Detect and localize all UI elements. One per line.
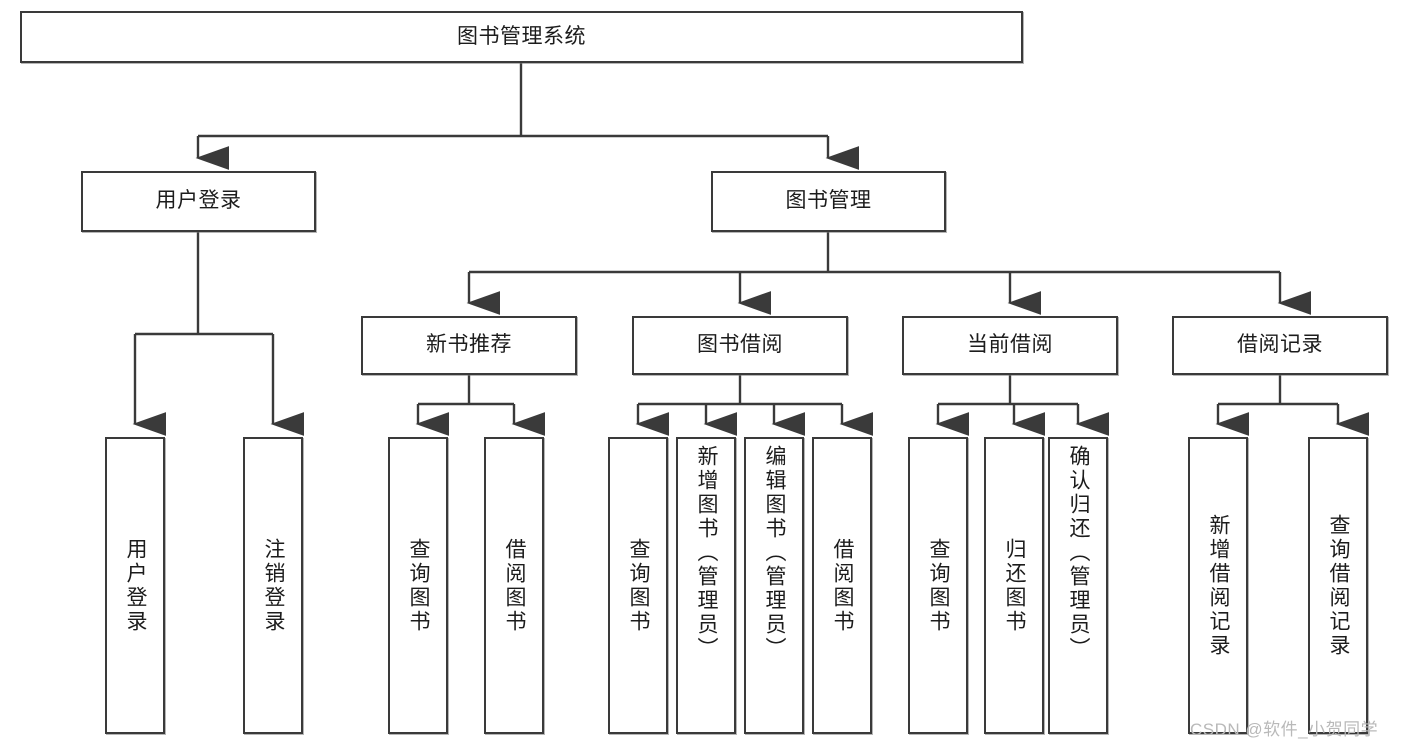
leaf-current-borrow-return[interactable]: 归还图书	[984, 437, 1044, 734]
node-current-borrow[interactable]: 当前借阅	[902, 316, 1118, 375]
leaf-label: 确认归还（管理员）	[1067, 445, 1091, 661]
node-new-book-recommend[interactable]: 新书推荐	[361, 316, 577, 375]
node-new-book-recommend-label: 新书推荐	[426, 333, 512, 357]
leaf-label: 编辑图书（管理员）	[763, 445, 787, 661]
leaf-label: 查询图书	[407, 537, 431, 634]
node-root-label: 图书管理系统	[457, 24, 586, 48]
node-book-management-label: 图书管理	[785, 189, 872, 213]
leaf-label: 归还图书	[1003, 537, 1027, 634]
leaf-new-book-borrow[interactable]: 借阅图书	[484, 437, 544, 734]
leaf-book-borrow-add-admin[interactable]: 新增图书（管理员）	[676, 437, 736, 734]
leaf-book-borrow-borrow[interactable]: 借阅图书	[812, 437, 872, 734]
node-borrow-record[interactable]: 借阅记录	[1172, 316, 1388, 375]
node-book-borrow[interactable]: 图书借阅	[632, 316, 848, 375]
leaf-book-borrow-query[interactable]: 查询图书	[608, 437, 668, 734]
leaf-user-login-login[interactable]: 用户登录	[105, 437, 165, 734]
leaf-current-borrow-confirm-admin[interactable]: 确认归还（管理员）	[1048, 437, 1108, 734]
node-borrow-record-label: 借阅记录	[1237, 333, 1323, 357]
leaf-label: 新增借阅记录	[1207, 513, 1231, 658]
leaf-new-book-query[interactable]: 查询图书	[388, 437, 448, 734]
watermark-text: CSDN @软件_小贺同学	[1190, 720, 1379, 739]
leaf-label: 查询图书	[927, 537, 951, 634]
leaf-current-borrow-query[interactable]: 查询图书	[908, 437, 968, 734]
leaf-label: 新增图书（管理员）	[695, 445, 719, 661]
leaf-label: 借阅图书	[503, 537, 527, 634]
node-book-management[interactable]: 图书管理	[711, 171, 946, 232]
node-current-borrow-label: 当前借阅	[967, 333, 1053, 357]
node-user-login[interactable]: 用户登录	[81, 171, 316, 232]
leaf-label: 查询借阅记录	[1327, 513, 1351, 658]
leaf-book-borrow-edit-admin[interactable]: 编辑图书（管理员）	[744, 437, 804, 734]
leaf-user-login-logout[interactable]: 注销登录	[243, 437, 303, 734]
leaf-label: 查询图书	[627, 537, 651, 634]
node-root-system[interactable]: 图书管理系统	[20, 11, 1023, 63]
node-user-login-label: 用户登录	[155, 189, 242, 213]
leaf-label: 用户登录	[124, 537, 148, 634]
leaf-borrow-record-add[interactable]: 新增借阅记录	[1188, 437, 1248, 734]
leaf-borrow-record-query[interactable]: 查询借阅记录	[1308, 437, 1368, 734]
leaf-label: 借阅图书	[831, 537, 855, 634]
leaf-label: 注销登录	[262, 537, 286, 634]
node-book-borrow-label: 图书借阅	[697, 333, 783, 357]
